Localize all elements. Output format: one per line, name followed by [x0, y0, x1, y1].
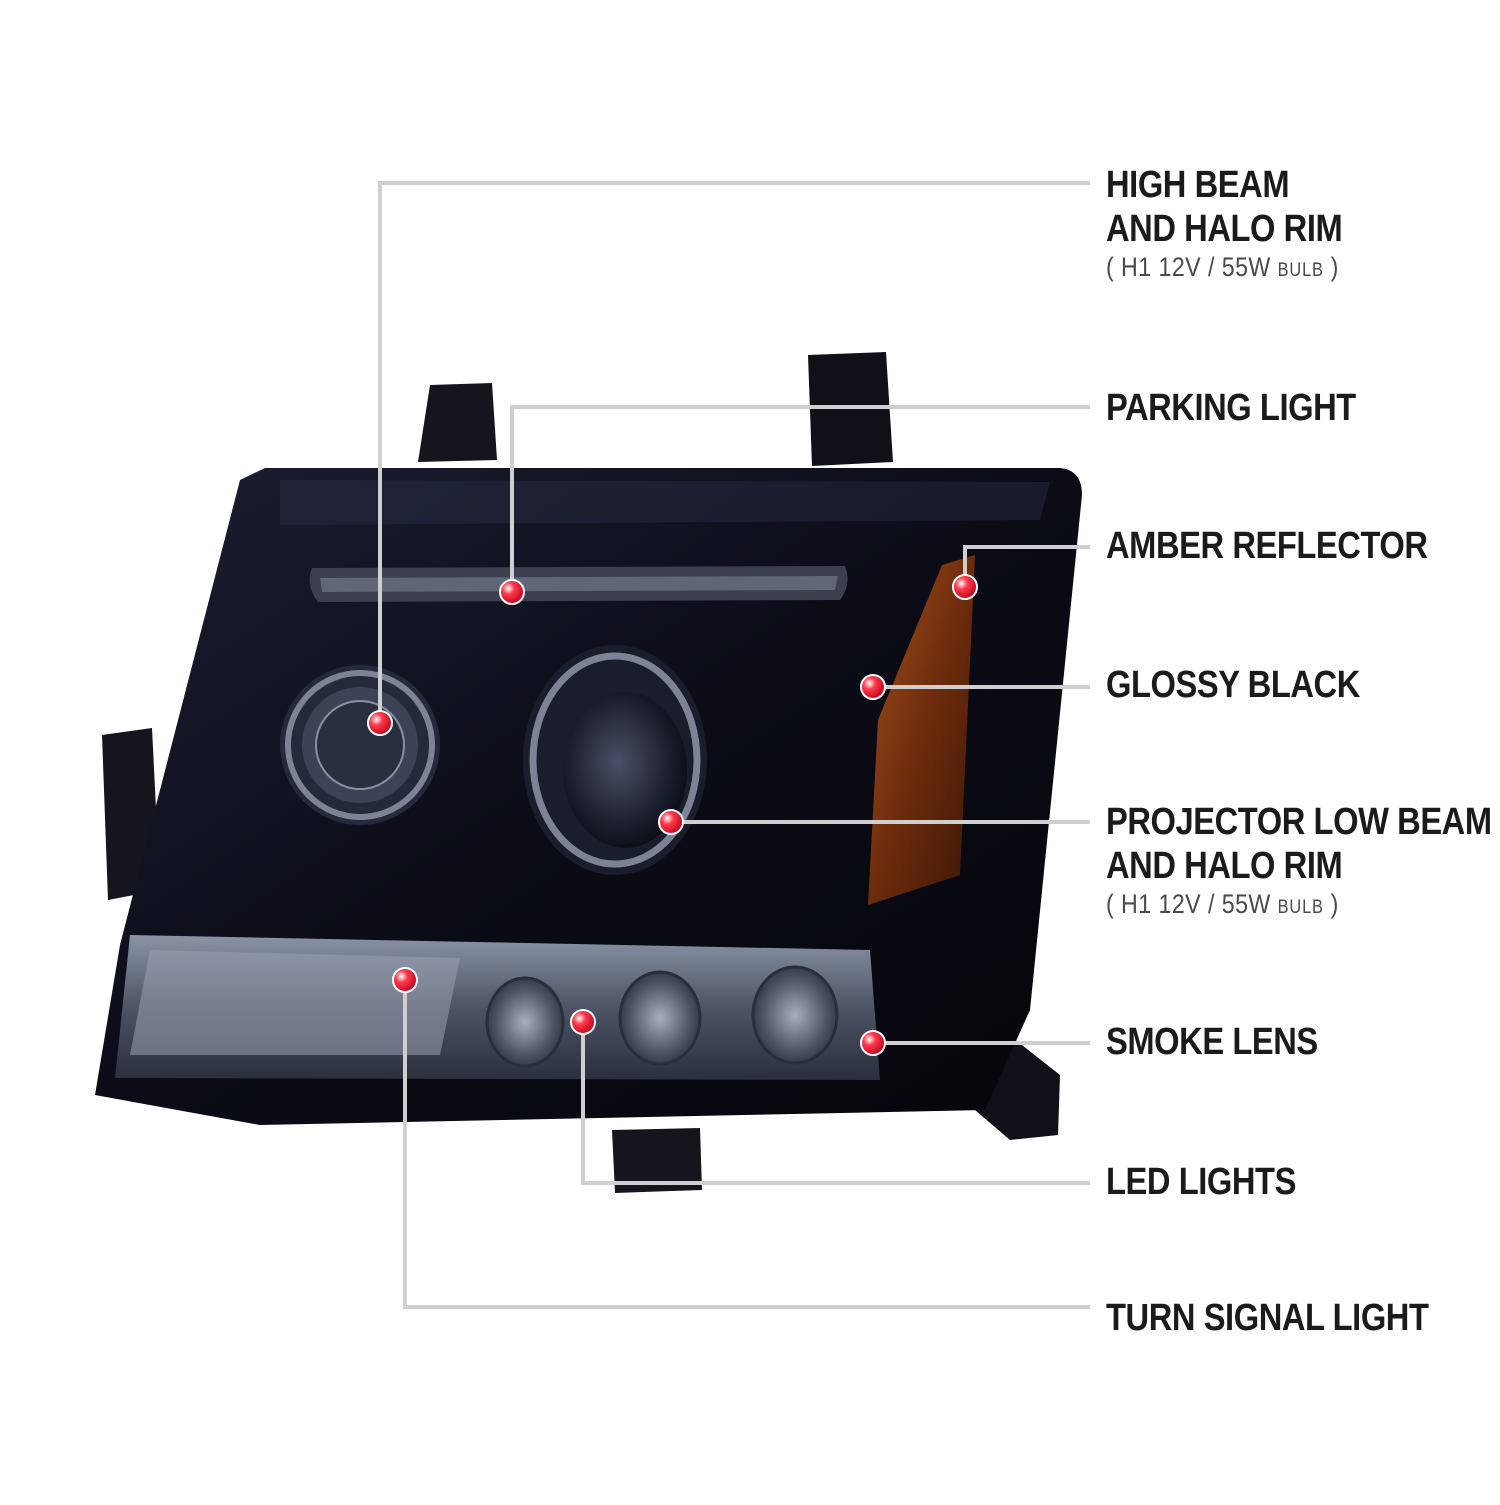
spec-open: (	[1106, 889, 1122, 919]
amber-reflector	[868, 555, 975, 905]
label-line: PARKING LIGHT	[1106, 387, 1356, 429]
spec-open: (	[1106, 252, 1122, 282]
leader-line-led-lights	[581, 1022, 1090, 1185]
marker-projector	[658, 809, 684, 835]
spec-close: )	[1323, 252, 1339, 282]
label-line: PROJECTOR LOW BEAM	[1106, 801, 1492, 843]
label-high-beam: HIGH BEAM AND HALO RIM ( H1 12V / 55W BU…	[1106, 163, 1343, 287]
label-line: HIGH BEAM	[1106, 164, 1290, 206]
label-parking-light: PARKING LIGHT	[1106, 386, 1356, 430]
marker-high-beam	[367, 710, 393, 736]
spec-close: )	[1323, 889, 1339, 919]
marker-turn-signal	[392, 967, 418, 993]
label-line: AND HALO RIM	[1106, 208, 1343, 250]
label-line: TURN SIGNAL LIGHT	[1106, 1297, 1429, 1339]
label-line: GLOSSY BLACK	[1106, 664, 1360, 706]
spec-main: H1 12V / 55W	[1121, 252, 1278, 282]
bulb-spec: ( H1 12V / 55W BULB )	[1106, 251, 1342, 287]
label-line: AMBER REFLECTOR	[1106, 525, 1428, 567]
marker-parking-light	[499, 579, 525, 605]
spec-unit: BULB	[1277, 260, 1324, 281]
marker-smoke-lens	[860, 1030, 886, 1056]
leader-line-high-beam	[378, 181, 1090, 723]
bulb-spec: ( H1 12V / 55W BULB )	[1106, 888, 1492, 924]
marker-amber-reflector	[952, 574, 978, 600]
leader-line-amber-reflector	[963, 545, 1090, 587]
marker-led-lights	[570, 1009, 596, 1035]
label-led-lights: LED LIGHTS	[1106, 1160, 1296, 1204]
spec-unit: BULB	[1277, 897, 1324, 918]
high-beam-reflector	[280, 665, 440, 825]
spec-main: H1 12V / 55W	[1121, 889, 1278, 919]
label-line: LED LIGHTS	[1106, 1161, 1296, 1203]
marker-glossy-black	[860, 674, 886, 700]
label-amber-reflector: AMBER REFLECTOR	[1106, 524, 1428, 568]
led-cups	[485, 965, 839, 1068]
parking-light-strip	[309, 566, 848, 602]
leader-lines	[378, 181, 1090, 1309]
label-smoke-lens: SMOKE LENS	[1106, 1020, 1318, 1064]
leader-line-turn-signal	[403, 980, 1090, 1309]
leader-line-parking-light	[510, 405, 1090, 592]
label-turn-signal-light: TURN SIGNAL LIGHT	[1106, 1296, 1429, 1340]
label-line: AND HALO RIM	[1106, 845, 1343, 887]
callout-markers	[367, 574, 978, 1056]
label-glossy-black: GLOSSY BLACK	[1106, 663, 1360, 707]
label-line: SMOKE LENS	[1106, 1021, 1318, 1063]
label-projector-low-beam: PROJECTOR LOW BEAM AND HALO RIM ( H1 12V…	[1106, 800, 1492, 924]
projector-low-beam	[523, 645, 707, 875]
